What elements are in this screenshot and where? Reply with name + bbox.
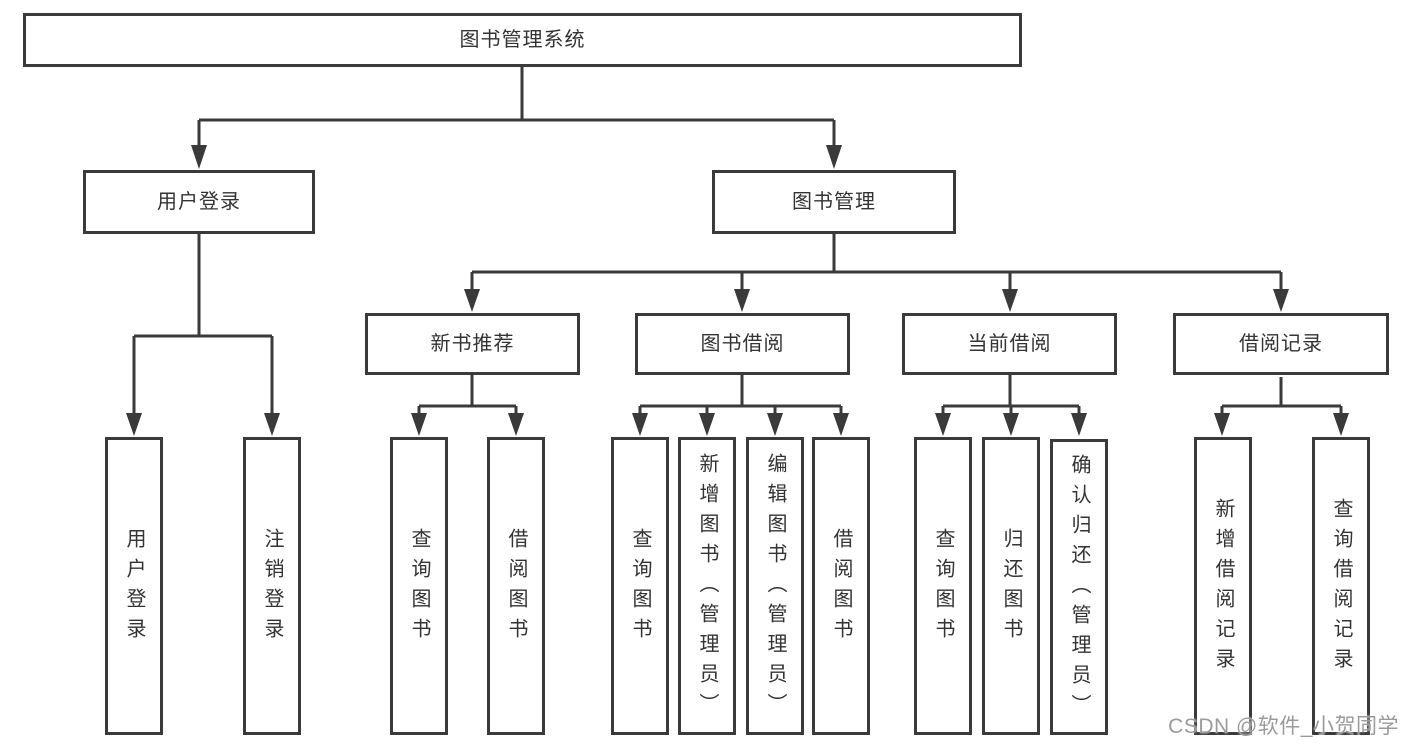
- node-borrowing-records: 借阅记录: [1173, 313, 1389, 375]
- leaf-add-borrow-record: 新增借阅记录: [1194, 437, 1252, 735]
- leaf-edit-books-admin: 编辑图书（管理员）: [746, 437, 804, 735]
- leaf-query-books-recommend: 查询图书: [390, 437, 448, 735]
- leaf-query-books-borrowing: 查询图书: [611, 437, 669, 735]
- leaf-logout-login: 注销登录: [243, 437, 301, 735]
- leaf-confirm-return-admin: 确认归还（管理员）: [1050, 439, 1108, 735]
- node-library-management-system: 图书管理系统: [23, 13, 1022, 67]
- leaf-query-books-current: 查询图书: [914, 437, 972, 735]
- csdn-watermark: CSDN @软件_小贺同学: [1168, 715, 1399, 738]
- leaf-query-borrow-record: 查询借阅记录: [1312, 437, 1370, 735]
- leaf-borrow-books-borrowing: 借阅图书: [812, 437, 870, 735]
- leaf-return-books: 归还图书: [982, 437, 1040, 735]
- node-book-borrowing: 图书借阅: [635, 313, 850, 375]
- node-book-management: 图书管理: [712, 170, 956, 234]
- node-user-login: 用户登录: [83, 170, 315, 234]
- leaf-borrow-books-recommend: 借阅图书: [487, 437, 545, 735]
- leaf-user-login: 用户登录: [105, 437, 163, 735]
- node-current-borrowing: 当前借阅: [902, 313, 1117, 375]
- leaf-add-books-admin: 新增图书（管理员）: [678, 437, 736, 735]
- node-new-book-recommendation: 新书推荐: [365, 313, 580, 375]
